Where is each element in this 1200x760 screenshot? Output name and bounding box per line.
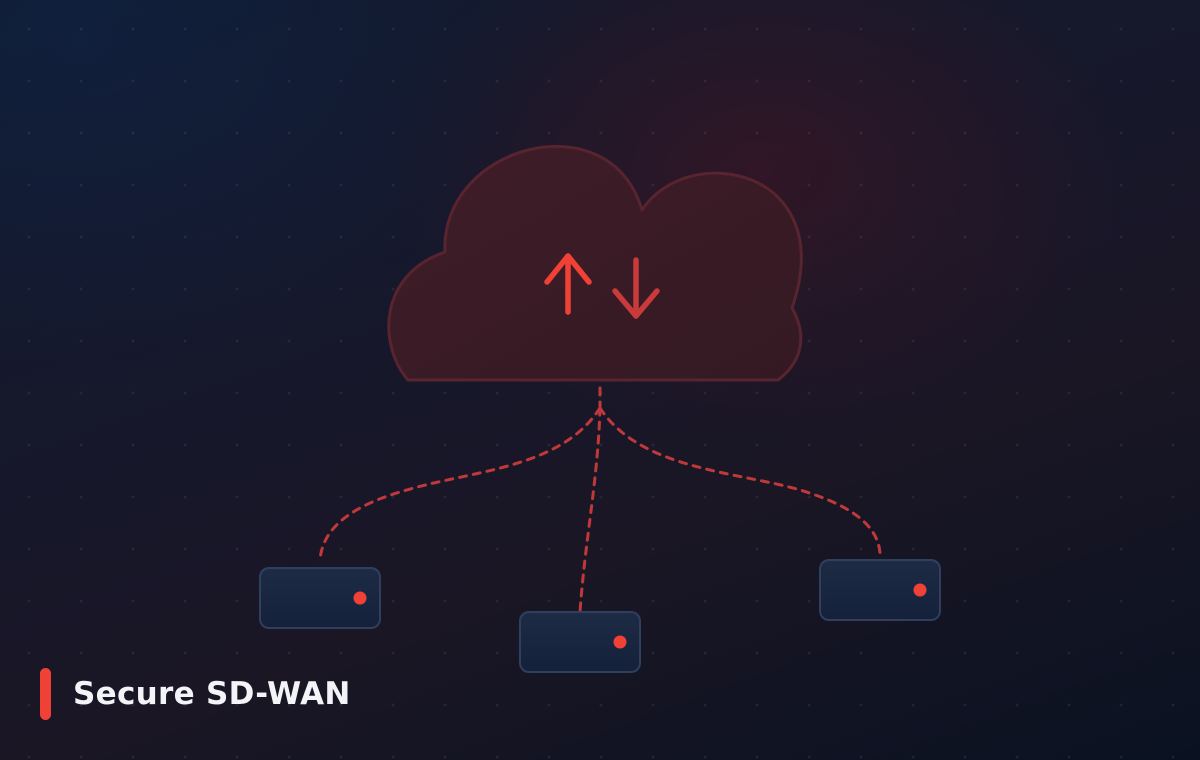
cloud-icon	[387, 144, 803, 382]
caption-title: Secure SD-WAN	[73, 676, 351, 712]
link-right	[598, 406, 882, 555]
status-led	[353, 591, 367, 605]
accent-bar	[40, 668, 51, 720]
arrow-down-icon	[612, 257, 660, 319]
device-right	[819, 559, 941, 621]
status-led	[613, 635, 627, 649]
status-led	[913, 583, 927, 597]
link-center	[578, 406, 602, 614]
network-links	[318, 386, 882, 614]
link-left	[318, 406, 602, 562]
device-left	[259, 567, 381, 629]
device-center	[519, 611, 641, 673]
arrow-up-icon	[544, 253, 592, 315]
caption: Secure SD-WAN	[40, 668, 351, 720]
